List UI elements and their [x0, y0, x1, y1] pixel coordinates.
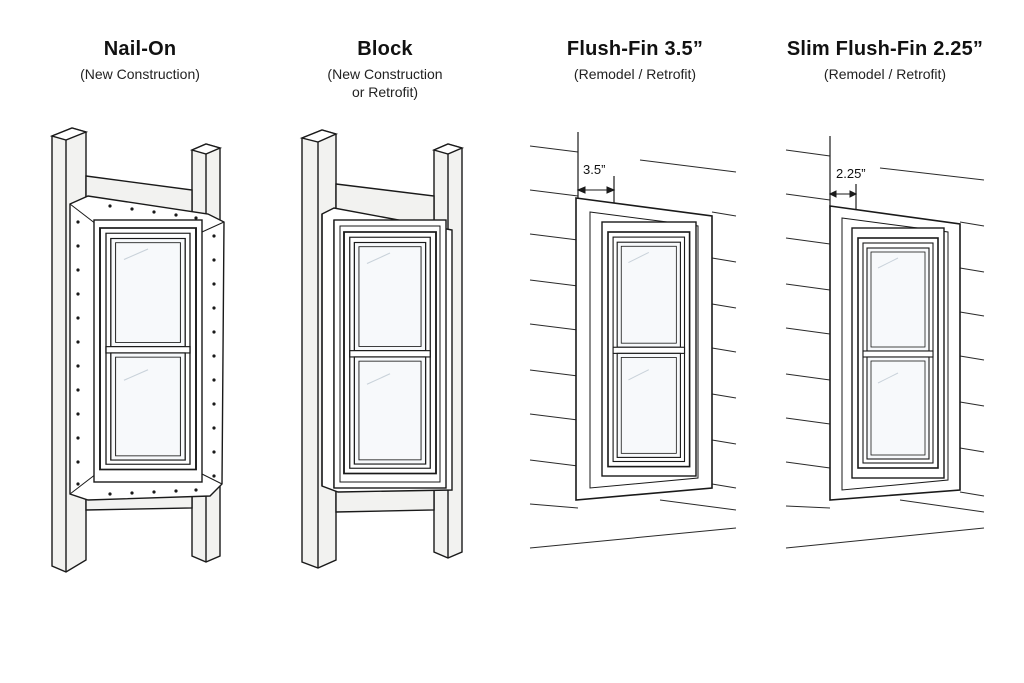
dimension-label: 2.25”	[836, 166, 866, 181]
panel-flush-fin: Flush-Fin 3.5” (Remodel / Retrofit)	[535, 0, 735, 683]
panel-nail-on: Nail-On (New Construction)	[40, 0, 240, 683]
panel-title: Flush-Fin 3.5”	[566, 38, 704, 60]
flush-fin-illustration: 3.5”	[529, 132, 737, 549]
panel-title: Block	[357, 38, 413, 60]
panel-title: Slim Flush-Fin 2.25”	[786, 38, 984, 60]
panel-slim-flush-fin: Slim Flush-Fin 2.25” (Remodel / Retrofit…	[785, 0, 985, 683]
panel-block: Block (New Construction or Retrofit)	[285, 0, 485, 683]
dimension-label: 3.5”	[583, 162, 605, 177]
slim-flush-fin-illustration: 2.25”	[785, 136, 985, 549]
panel-subtitle: (Remodel / Retrofit)	[573, 66, 697, 82]
panel-subtitle: (Remodel / Retrofit)	[823, 66, 947, 82]
panel-title: Nail-On	[103, 38, 177, 60]
nail-on-illustration	[49, 127, 225, 573]
panel-subtitle: (New Construction)	[80, 66, 200, 82]
block-illustration	[299, 129, 465, 569]
panel-subtitle: (New Construction or Retrofit)	[327, 66, 443, 100]
